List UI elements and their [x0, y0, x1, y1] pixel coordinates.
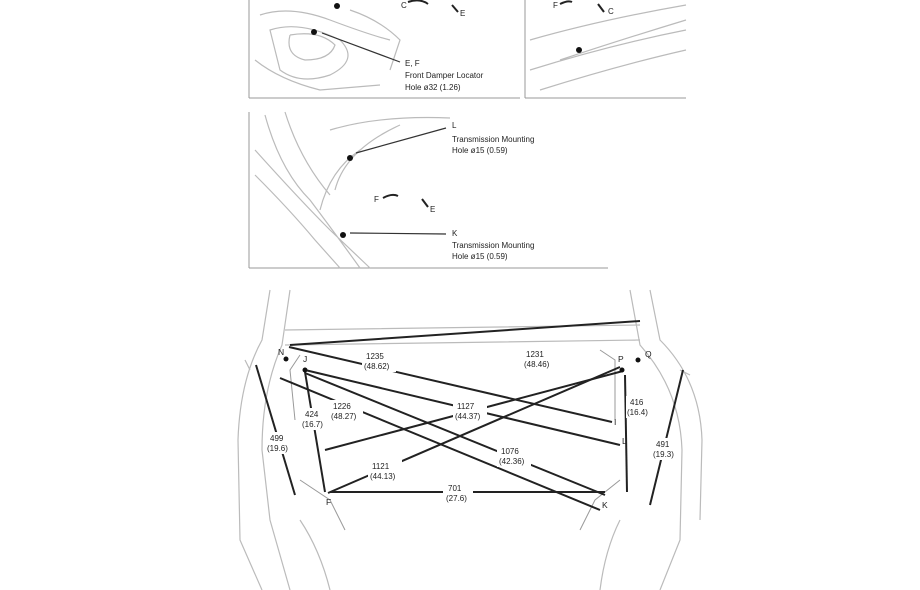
svg-text:(44.37): (44.37) — [455, 412, 481, 421]
svg-text:416: 416 — [630, 398, 644, 407]
front-damper-panel: E, F Front Damper Locator Hole ø32 (1.26… — [248, 0, 687, 99]
svg-text:(48.27): (48.27) — [331, 412, 357, 421]
callout-l-letter: L — [452, 121, 457, 130]
svg-text:491: 491 — [656, 440, 670, 449]
dimension-label: 1231 (48.46) — [522, 348, 556, 370]
arrow-letter: E — [460, 9, 465, 18]
arrow-letter: F — [553, 1, 558, 10]
arrow-letter: C — [608, 7, 614, 16]
underbody-sketch — [237, 289, 703, 590]
dimension-labels: 1235 (48.62) 1231 (48.46) 1226 (48.27) 1… — [265, 348, 679, 504]
dimension-label: 499 (19.6) — [265, 432, 293, 454]
svg-text:(16.7): (16.7) — [302, 420, 323, 429]
svg-text:(19.6): (19.6) — [267, 444, 288, 453]
arrow-letter: F — [374, 195, 379, 204]
svg-text:(48.62): (48.62) — [364, 362, 390, 371]
svg-text:(27.6): (27.6) — [446, 494, 467, 503]
svg-text:(48.46): (48.46) — [524, 360, 550, 369]
point-letter: I — [614, 417, 616, 427]
svg-text:701: 701 — [448, 484, 462, 493]
callout-l-title: Transmission Mounting — [452, 135, 534, 144]
point-letter: Q — [645, 349, 652, 359]
svg-text:1127: 1127 — [457, 402, 475, 411]
point-letter: F — [326, 497, 331, 507]
svg-text:424: 424 — [305, 410, 319, 419]
svg-text:1076: 1076 — [501, 447, 519, 456]
svg-text:(16.4): (16.4) — [627, 408, 648, 417]
svg-text:1231: 1231 — [526, 350, 544, 359]
svg-text:499: 499 — [270, 434, 284, 443]
dimension-label: 1076 (42.36) — [497, 445, 531, 467]
point-letters: N J P Q I L F K — [278, 347, 652, 510]
point-letter: K — [602, 500, 608, 510]
dimension-label: 701 (27.6) — [443, 484, 473, 504]
point-letter: J — [303, 354, 307, 364]
callout-k-title: Transmission Mounting — [452, 241, 534, 250]
callout-title: Front Damper Locator — [405, 71, 484, 80]
callout-k-letter: K — [452, 229, 458, 238]
point-letter: P — [618, 354, 624, 364]
dimension-label: 416 (16.4) — [626, 396, 654, 418]
callout-l-spec: Hole ø15 (0.59) — [452, 146, 508, 155]
svg-text:1226: 1226 — [333, 402, 351, 411]
callout-letters: E, F — [405, 59, 420, 68]
dimension-label: 1226 (48.27) — [329, 400, 363, 422]
dimension-label: 1127 (44.37) — [453, 400, 487, 422]
transmission-mount-panel: L Transmission Mounting Hole ø15 (0.59) … — [248, 111, 608, 269]
point-letter: L — [622, 436, 627, 446]
callout-k-spec: Hole ø15 (0.59) — [452, 252, 508, 261]
svg-text:(42.36): (42.36) — [499, 457, 525, 466]
svg-text:(44.13): (44.13) — [370, 472, 396, 481]
arrow-letter: C — [401, 1, 407, 10]
callout-spec: Hole ø32 (1.26) — [405, 83, 461, 92]
svg-text:1235: 1235 — [366, 352, 384, 361]
dimension-label: 424 (16.7) — [300, 408, 328, 430]
dimension-label: 1121 (44.13) — [368, 460, 402, 482]
svg-text:(19.3): (19.3) — [653, 450, 674, 459]
dimension-label: 1235 (48.62) — [362, 350, 396, 372]
dimension-label: 491 (19.3) — [651, 438, 679, 460]
svg-text:1121: 1121 — [372, 462, 390, 471]
point-letter: N — [278, 347, 284, 357]
arrow-letter: E — [430, 205, 435, 214]
